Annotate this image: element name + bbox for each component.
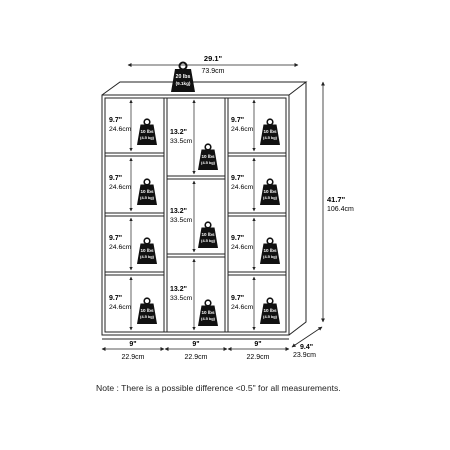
svg-text:10 lbs: 10 lbs bbox=[201, 154, 214, 159]
cubby-load-weight-icon: 10 lbs (4.5 kg) bbox=[260, 178, 280, 205]
svg-text:(4.5 kg): (4.5 kg) bbox=[263, 254, 278, 259]
cubby-load-weight-icon: 10 lbs (4.5 kg) bbox=[137, 297, 157, 324]
middle-cubby-height-in: 13.2" bbox=[170, 208, 187, 215]
overall-width-cm: 73.9cm bbox=[202, 68, 225, 75]
left-column-cubbies: 9.7" 24.6cm 10 lbs (4.5 kg) 9.7" 24.6cm … bbox=[109, 99, 157, 331]
cubby-height-in: 9.7" bbox=[231, 117, 244, 124]
svg-text:(4.5 kg): (4.5 kg) bbox=[140, 195, 155, 200]
cubby-height-in: 9.7" bbox=[109, 295, 122, 302]
cubby-load-weight-icon: 10 lbs (4.5 kg) bbox=[198, 299, 218, 326]
depth-cm: 23.9cm bbox=[293, 352, 316, 359]
cubby-height-cm: 24.6cm bbox=[231, 184, 254, 191]
svg-text:(4.5 kg): (4.5 kg) bbox=[263, 195, 278, 200]
cubby-load-weight-icon: 10 lbs (4.5 kg) bbox=[198, 143, 218, 170]
svg-text:10 lbs: 10 lbs bbox=[263, 248, 276, 253]
cubby-load-weight-icon: 10 lbs (4.5 kg) bbox=[198, 221, 218, 248]
overall-width-dimension: 29.1" 73.9cm bbox=[127, 54, 299, 75]
right-column-cubbies: 9.7" 24.6cm 10 lbs (4.5 kg) 9.7" 24.6cm … bbox=[231, 99, 280, 331]
col2-width-in: 9" bbox=[192, 341, 199, 348]
middle-cubby-height-in: 13.2" bbox=[170, 129, 187, 136]
overall-height-in: 41.7" bbox=[327, 195, 346, 204]
svg-text:10 lbs: 10 lbs bbox=[201, 310, 214, 315]
col2-width-cm: 22.9cm bbox=[185, 354, 208, 361]
overall-height-dimension: 41.7" 106.4cm bbox=[321, 81, 354, 323]
cubby-height-cm: 24.6cm bbox=[231, 126, 254, 133]
bookcase-front bbox=[101, 94, 290, 336]
top-load-weight-icon: 20 lbs (9.1kg) bbox=[171, 61, 195, 92]
svg-text:(4.5 kg): (4.5 kg) bbox=[201, 160, 216, 165]
svg-text:(4.5 kg): (4.5 kg) bbox=[263, 314, 278, 319]
svg-text:(4.5 kg): (4.5 kg) bbox=[201, 316, 216, 321]
col3-width-cm: 22.9cm bbox=[247, 354, 270, 361]
cubby-load-weight-icon: 10 lbs (4.5 kg) bbox=[137, 118, 157, 145]
cubby-height-in: 9.7" bbox=[109, 175, 122, 182]
overall-height-cm: 106.4cm bbox=[327, 206, 354, 213]
depth-in: 9.4" bbox=[300, 344, 313, 351]
cubby-height-in: 9.7" bbox=[231, 235, 244, 242]
cubby-height-cm: 24.6cm bbox=[109, 304, 132, 311]
cubby-load-weight-icon: 10 lbs (4.5 kg) bbox=[137, 237, 157, 264]
cubby-height-cm: 24.6cm bbox=[109, 126, 132, 133]
svg-text:(4.5 kg): (4.5 kg) bbox=[201, 238, 216, 243]
svg-text:(4.5 kg): (4.5 kg) bbox=[140, 254, 155, 259]
svg-text:10 lbs: 10 lbs bbox=[140, 308, 153, 313]
svg-text:10 lbs: 10 lbs bbox=[263, 129, 276, 134]
cubby-height-in: 9.7" bbox=[109, 117, 122, 124]
middle-cubby-height-in: 13.2" bbox=[170, 286, 187, 293]
bookcase-outline bbox=[101, 81, 308, 340]
middle-cubby-height-cm: 33.5cm bbox=[170, 138, 193, 145]
col1-width-in: 9" bbox=[129, 341, 136, 348]
svg-text:10 lbs: 10 lbs bbox=[263, 189, 276, 194]
svg-text:(4.5 kg): (4.5 kg) bbox=[140, 135, 155, 140]
top-load-kg: (9.1kg) bbox=[176, 81, 191, 86]
cubby-load-weight-icon: 10 lbs (4.5 kg) bbox=[260, 297, 280, 324]
col1-width-cm: 22.9cm bbox=[122, 354, 145, 361]
svg-text:(4.5 kg): (4.5 kg) bbox=[140, 314, 155, 319]
svg-text:10 lbs: 10 lbs bbox=[140, 129, 153, 134]
svg-text:10 lbs: 10 lbs bbox=[140, 189, 153, 194]
measurement-note: Note : There is a possible difference <0… bbox=[96, 383, 341, 393]
bookcase-top bbox=[101, 81, 308, 96]
cubby-height-cm: 24.6cm bbox=[109, 184, 132, 191]
column-width-dimensions: 9" 22.9cm 9" 22.9cm 9" 22.9cm bbox=[101, 341, 290, 361]
cubby-load-weight-icon: 10 lbs (4.5 kg) bbox=[260, 118, 280, 145]
cubby-height-in: 9.7" bbox=[231, 175, 244, 182]
middle-column-cubbies: 13.2" 33.5cm 10 lbs (4.5 kg) 13.2" 33.5c… bbox=[170, 99, 218, 331]
cubby-load-weight-icon: 10 lbs (4.5 kg) bbox=[260, 237, 280, 264]
cubby-height-cm: 24.6cm bbox=[231, 244, 254, 251]
svg-text:10 lbs: 10 lbs bbox=[201, 232, 214, 237]
cubby-height-in: 9.7" bbox=[231, 295, 244, 302]
depth-dimension: 9.4" 23.9cm bbox=[291, 326, 323, 359]
svg-text:10 lbs: 10 lbs bbox=[263, 308, 276, 313]
overall-width-in: 29.1" bbox=[204, 54, 223, 63]
col3-width-in: 9" bbox=[254, 341, 261, 348]
cubby-height-cm: 24.6cm bbox=[109, 244, 132, 251]
middle-cubby-height-cm: 33.5cm bbox=[170, 217, 193, 224]
middle-cubby-height-cm: 33.5cm bbox=[170, 295, 193, 302]
svg-text:10 lbs: 10 lbs bbox=[140, 248, 153, 253]
bookcase-side bbox=[288, 82, 307, 336]
cubby-height-in: 9.7" bbox=[109, 235, 122, 242]
cubby-load-weight-icon: 10 lbs (4.5 kg) bbox=[137, 178, 157, 205]
svg-text:(4.5 kg): (4.5 kg) bbox=[263, 135, 278, 140]
cubby-height-cm: 24.6cm bbox=[231, 304, 254, 311]
top-load-lbs: 20 lbs bbox=[176, 74, 191, 80]
